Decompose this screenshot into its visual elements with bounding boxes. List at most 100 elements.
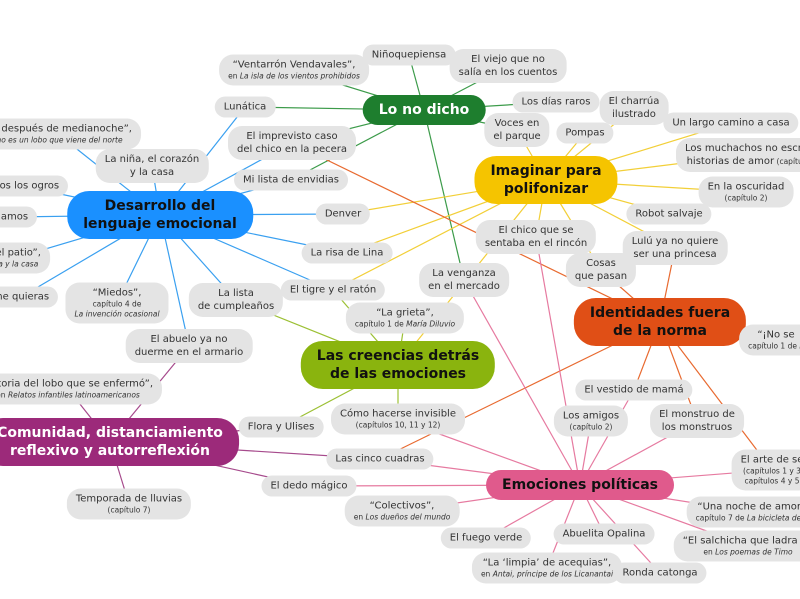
leaf-los-amigos[interactable]: Los amigos (capítulo 2) [553, 405, 629, 437]
sub-prefix: capítulo 1 de [354, 319, 407, 329]
leaf-ventarron-vendavales[interactable]: “Ventarrón Vendavales”, en La isla de lo… [219, 54, 369, 86]
leaf-temporada-de-lluvias[interactable]: Temporada de lluvias (capítulo 7) [66, 488, 192, 520]
node-label-line-2: reflexivo y autorreflexión [9, 443, 211, 459]
leaf-subtext: en Los dueños del mundo [354, 513, 451, 523]
leaf-imprevisto-caso[interactable]: El imprevisto caso del chico en la pecer… [227, 126, 357, 160]
leaf-la-venganza[interactable]: La venganza en el mercado [419, 263, 509, 297]
node-desarrollo-lenguaje-emocional[interactable]: Desarrollo del lenguaje emocional [67, 191, 253, 239]
leaf-el-monstruo[interactable]: El monstruo de los monstruos [650, 404, 744, 438]
leaf-voces-en-el-parque[interactable]: Voces en el parque [484, 113, 550, 147]
leaf-en-la-oscuridad[interactable]: En la oscuridad (capítulo 2) [698, 176, 794, 208]
leaf-text: Pompas [565, 127, 605, 139]
sub-prefix: capítulo 1 de [748, 341, 800, 351]
node-identidades-fuera-de-la-norma[interactable]: Identidades fuera de la norma [573, 298, 747, 346]
connector-line [423, 109, 465, 281]
leaf-text: duerme en el armario [134, 347, 244, 358]
leaf-text: Lunática [223, 101, 267, 113]
leaf-como-hacerse-invisible[interactable]: Cómo hacerse invisible (capítulos 10, 11… [331, 403, 465, 435]
leaf-la-nina-el-corazon[interactable]: La niña, el corazón y la casa [95, 149, 209, 183]
leaf-lunatica[interactable]: Lunática [214, 96, 276, 118]
leaf-una-noche-de-amor[interactable]: “Una noche de amor” capítulo 7 de La bic… [686, 496, 800, 528]
leaf-flora-y-ulises[interactable]: Flora y Ulises [238, 416, 324, 438]
leaf-subtext: en Relatos infantiles latinoamericanos [0, 391, 153, 401]
leaf-text: Abuelita Opalina [562, 528, 646, 540]
leaf-el-chico-rincon[interactable]: El chico que se sentaba en el rincón [475, 220, 597, 254]
leaf-del-patio[interactable]: del patio”, via y la casa [0, 242, 50, 274]
leaf-pompas[interactable]: Pompas [556, 122, 614, 144]
leaf-text: “Ventarrón Vendavales”, [232, 59, 356, 71]
leaf-subtext: capítulo 1 de P [748, 342, 800, 352]
leaf-text: Niñoquepiensa [371, 49, 447, 61]
leaf-historia-del-lobo[interactable]: historia del lobo que se enfermó”, en Re… [0, 373, 163, 405]
node-label-line-1: Desarrollo del [104, 198, 216, 214]
leaf-cosas-que-pasan[interactable]: Cosas que pasan [565, 253, 637, 287]
node-comunidad-distanciamiento[interactable]: Comunidad, distanciamiento reflexivo y a… [0, 418, 239, 466]
leaf-text: del patio”, [0, 247, 41, 259]
leaf-el-tigre-y-el-raton[interactable]: El tigre y el ratón [280, 279, 386, 301]
leaf-me-quieras[interactable]: me quieras [0, 286, 59, 308]
leaf-las-cinco-cuadras[interactable]: Las cinco cuadras [326, 448, 434, 470]
leaf-el-abuelo-ya-no-duerme[interactable]: El abuelo ya no duerme en el armario [125, 329, 253, 363]
leaf-text: El viejo que no [471, 54, 545, 65]
leaf-no-se[interactable]: “¡No se capítulo 1 de P [739, 324, 800, 356]
leaf-el-arte-de-ser[interactable]: El arte de se (capítulos 1 y 3 capítulos… [731, 449, 800, 491]
sub-title: rno es un lobo que viene del norte [0, 135, 123, 145]
leaf-colectivos[interactable]: “Colectivos”, en Los dueños del mundo [344, 495, 460, 527]
leaf-los-muchachos[interactable]: Los muchachos no escrib historias de amo… [675, 138, 800, 172]
leaf-subtext: capítulo 1 de María Diluvio [355, 320, 455, 330]
node-emociones-politicas[interactable]: Emociones políticas [486, 470, 674, 500]
leaf-los-dias-raros[interactable]: Los días raros [512, 91, 600, 113]
leaf-text: El chico que se [498, 225, 574, 236]
leaf-text: Ronda catonga [622, 567, 698, 579]
node-label: Emociones políticas [502, 477, 658, 493]
leaf-text: La lista [218, 288, 254, 299]
sub-title: La isla de los vientos prohibidos [239, 71, 360, 81]
leaf-el-vestido-de-mama[interactable]: El vestido de mamá [575, 379, 693, 401]
leaf-despues-de-medianoche[interactable]: rra después de medianoche”, rno es un lo… [0, 118, 141, 150]
leaf-text: “El salchicha que ladra en [682, 535, 800, 547]
leaf-text: Temporada de lluvias [75, 493, 183, 505]
leaf-text: En la oscuridad [707, 181, 785, 193]
leaf-abuelita-opalina[interactable]: Abuelita Opalina [553, 523, 655, 545]
leaf-ronda-catonga[interactable]: Ronda catonga [613, 562, 707, 584]
leaf-mi-lista-de-envidias[interactable]: Mi lista de envidias [234, 169, 348, 191]
leaf-ninoquepiensa[interactable]: Niñoquepiensa [362, 44, 456, 66]
leaf-text-small: (capítulo [776, 157, 800, 166]
leaf-miedos[interactable]: “Miedos”, capítulo 4 de La invención oca… [65, 282, 169, 324]
leaf-ogros[interactable]: cinos los ogros [0, 175, 69, 197]
leaf-text: “La ‘limpia’ de acequias”, [482, 557, 612, 569]
leaf-subtext: (capítulos 10, 11 y 12) [355, 420, 441, 430]
leaf-la-risa-de-lina[interactable]: La risa de Lina [301, 242, 393, 264]
leaf-text: Cosas [586, 258, 616, 269]
leaf-olamos[interactable]: olamos [0, 206, 38, 228]
leaf-el-fuego-verde[interactable]: El fuego verde [440, 527, 532, 549]
leaf-la-lista-de-cumpleanos[interactable]: La lista de cumpleaños [188, 283, 284, 317]
leaf-text: El tigre y el ratón [289, 284, 377, 296]
leaf-text: El dedo mágico [270, 480, 348, 492]
leaf-el-salchicha[interactable]: “El salchicha que ladra en en Los poemas… [673, 530, 800, 562]
connector-line [463, 279, 581, 486]
node-label-line-2: de la norma [612, 323, 708, 339]
leaf-text: Lulú ya no quiere [631, 236, 719, 247]
sub-prefix: en [703, 547, 716, 557]
leaf-el-dedo-magico[interactable]: El dedo mágico [261, 475, 357, 497]
leaf-un-largo-camino[interactable]: Un largo camino a casa [663, 112, 799, 134]
leaf-el-viejo[interactable]: El viejo que no salía en los cuentos [449, 49, 567, 83]
node-imaginar-para-polifonizar[interactable]: Imaginar para polifonizar [474, 156, 618, 204]
leaf-text: Mi lista de envidias [243, 174, 339, 186]
leaf-text: Cómo hacerse invisible [340, 408, 456, 420]
leaf-denver[interactable]: Denver [315, 203, 371, 225]
node-creencias-detras-de-emociones[interactable]: Las creencias detrás de las emociones [300, 341, 496, 389]
node-label-line-1: Imaginar para [490, 163, 602, 179]
leaf-lulu-ya-no-quiere[interactable]: Lulú ya no quiere ser una princesa [622, 231, 728, 265]
leaf-text: sentaba en el rincón [484, 238, 588, 249]
node-lo-no-dicho[interactable]: Lo no dicho [362, 95, 486, 125]
leaf-la-limpia-de-acequias[interactable]: “La ‘limpia’ de acequias”, en Antai, prí… [471, 552, 623, 584]
leaf-la-grieta[interactable]: “La grieta”, capítulo 1 de María Diluvio [345, 302, 465, 334]
sub-title: Los dueños del mundo [365, 512, 451, 522]
leaf-text: La venganza [432, 268, 496, 279]
leaf-robot-salvaje[interactable]: Robot salvaje [626, 203, 712, 225]
connector-line [579, 389, 635, 486]
leaf-el-charrua-ilustrado[interactable]: El charrúa ilustrado [599, 91, 669, 125]
